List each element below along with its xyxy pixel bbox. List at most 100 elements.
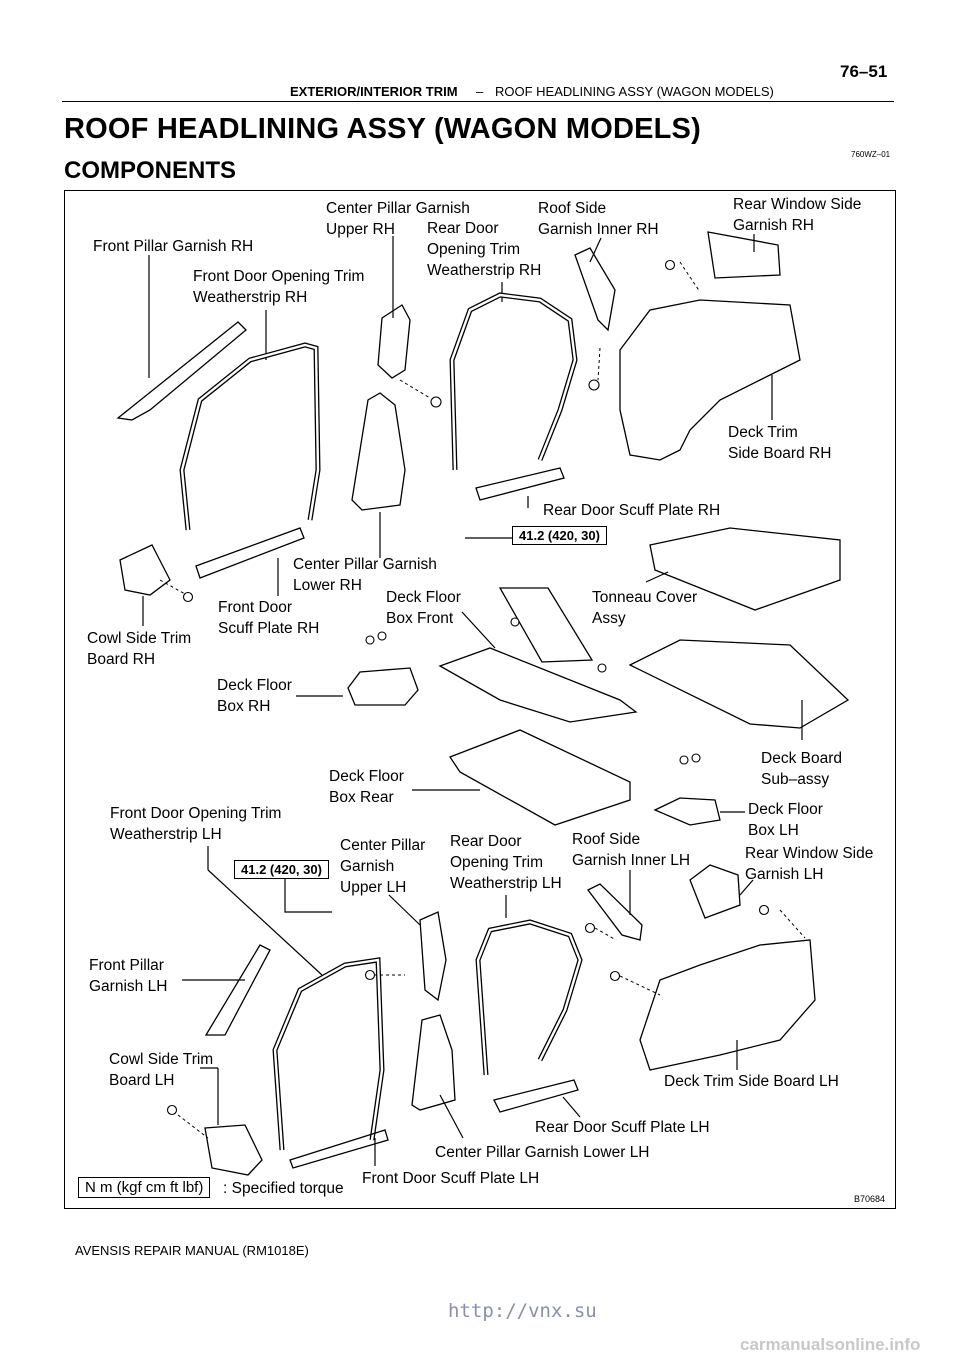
assembly-dashed-line (594, 927, 617, 941)
front-door-weatherstrip-rh-inner (180, 343, 320, 531)
leader-center-pillar-upper-lh (388, 894, 421, 926)
assembly-dashed-line (159, 579, 186, 595)
label-deck-floor-box-lh: Deck Floor Box LH (748, 801, 823, 839)
center-pillar-lower-rh-shape (351, 392, 406, 511)
bolt-icon (365, 635, 375, 645)
section-subtitle: COMPONENTS (64, 157, 237, 184)
label-front-pillar-garnish-rh: Front Pillar Garnish RH (93, 238, 254, 255)
cowl-rh-shape (119, 544, 171, 596)
center-pillar-upper-lh-shape (419, 911, 447, 1002)
rear-door-weatherstrip-rh-shape (449, 292, 578, 471)
label-center-pillar-garnish-upper-rh: Center Pillar Garnish Upper RH (326, 200, 470, 238)
front-door-weatherstrip-rh-shape (179, 342, 321, 531)
rear-door-weatherstrip-rh-inner (450, 293, 577, 471)
rear-door-weatherstrip-lh-shape (475, 919, 583, 1076)
label-cowl-side-trim-board-lh: Cowl Side Trim Board LH (109, 1051, 214, 1089)
label-front-door-opening-trim-weatherstrip-rh: Front Door Opening Trim Weatherstrip RH (193, 268, 365, 306)
tonneau-shape (649, 527, 841, 611)
section-header: EXTERIOR/INTERIOR TRIM (290, 84, 458, 99)
roof-side-garnish-rh-shape (574, 247, 616, 332)
torque-spec-lower: 41.2 (420, 30) (234, 860, 329, 879)
bolt-icon (609, 970, 621, 982)
bolt-icon (430, 396, 442, 408)
assembly-dashed-line (177, 1114, 209, 1139)
figure-id: B70684 (854, 1194, 886, 1204)
front-scuff-rh-shape (195, 527, 305, 579)
label-center-pillar-garnish-upper-lh: Center Pillar Garnish Upper LH (340, 837, 426, 896)
rear-window-garnish-lh-shape (689, 864, 741, 919)
label-rear-window-side-garnish-lh: Rear Window Side Garnish LH (745, 845, 874, 883)
leader-front-door-weatherstrip-lh-b (207, 869, 323, 976)
label-deck-floor-box-front: Deck Floor Box Front (386, 589, 461, 627)
center-pillar-upper-rh-shape (377, 304, 411, 379)
roof-side-garnish-lh-shape (587, 883, 643, 941)
bolt-icon (691, 753, 701, 763)
deck-floor-box-rear-shape (449, 729, 631, 826)
header-separator: – (476, 84, 484, 99)
deck-floor-box-rh-shape (347, 667, 419, 706)
label-roof-side-garnish-inner-lh: Roof Side Garnish Inner LH (572, 831, 691, 869)
label-tonneau-cover-assy: Tonneau Cover Assy (592, 589, 698, 627)
cowl-lh-shape (204, 1124, 263, 1176)
label-rear-door-opening-trim-weatherstrip-lh: Rear Door Opening Trim Weatherstrip LH (450, 833, 562, 892)
leader-torque-lower (284, 876, 332, 913)
deck-board-shape (628, 639, 850, 729)
assembly-dashed-line (619, 975, 661, 996)
bolt-icon (679, 755, 689, 765)
watermark-url-link[interactable]: http://vnx.su (448, 1300, 597, 1322)
label-roof-side-garnish-inner-rh: Roof Side Garnish Inner RH (538, 200, 659, 238)
rear-scuff-lh-shape (493, 1079, 579, 1113)
bolt-icon (364, 969, 376, 981)
front-pillar-lh-shape (204, 944, 271, 1036)
label-cowl-side-trim-board-rh: Cowl Side Trim Board RH (87, 630, 192, 668)
label-deck-floor-box-rear: Deck Floor Box Rear (329, 768, 404, 806)
bolt-icon (588, 379, 600, 391)
watermark-site: carmanualsonline.info (740, 1335, 921, 1354)
label-rear-door-opening-trim-weatherstrip-rh: Rear Door Opening Trim Weatherstrip RH (427, 220, 542, 279)
label-rear-door-scuff-plate-rh: Rear Door Scuff Plate RH (543, 502, 721, 519)
label-front-door-scuff-plate-lh: Front Door Scuff Plate LH (362, 1170, 540, 1187)
leader-rear-window-garnish-lh (739, 879, 754, 896)
bolt-icon (377, 631, 387, 641)
manual-footer: AVENSIS REPAIR MANUAL (RM1018E) (75, 1243, 309, 1258)
deck-floor-panel-shape (438, 647, 638, 723)
rear-scuff-rh-shape (475, 467, 565, 501)
front-scuff-lh-shape (289, 1129, 389, 1169)
leader-deck-floor-front (461, 611, 496, 649)
label-center-pillar-garnish-lower-rh: Center Pillar Garnish Lower RH (293, 556, 437, 594)
front-door-weatherstrip-lh-shape (272, 957, 385, 1151)
label-rear-door-scuff-plate-lh: Rear Door Scuff Plate LH (535, 1119, 710, 1136)
front-pillar-garnish-rh-shape (116, 321, 247, 421)
assembly-dashed-line (779, 909, 806, 939)
leader-center-pillar-lower-lh (439, 1094, 464, 1139)
label-deck-floor-box-rh: Deck Floor Box RH (217, 677, 292, 715)
page-number: 76–51 (840, 62, 888, 81)
torque-unit-box: N m (kgf cm ft lbf) (78, 1177, 211, 1198)
rear-door-weatherstrip-lh-inner (476, 920, 582, 1076)
label-rear-window-side-garnish-rh: Rear Window Side Garnish RH (733, 196, 862, 234)
figure-frame (64, 190, 896, 1209)
bolt-icon (664, 259, 676, 271)
deck-floor-front-sheet-shape (498, 587, 594, 663)
label-front-door-opening-trim-weatherstrip-lh: Front Door Opening Trim Weatherstrip LH (110, 805, 282, 843)
label-deck-trim-side-board-lh: Deck Trim Side Board LH (664, 1073, 839, 1090)
center-pillar-lower-lh-shape (411, 1014, 456, 1111)
subsection-header: ROOF HEADLINING ASSY (WAGON MODELS) (495, 84, 774, 99)
rear-window-garnish-rh-shape (707, 231, 781, 279)
label-deck-board-sub-assy: Deck Board Sub–assy (761, 750, 842, 788)
front-door-weatherstrip-lh-inner (273, 958, 384, 1151)
bolt-icon (182, 591, 194, 603)
header-rule (62, 101, 894, 102)
deck-trim-rh-shape (619, 299, 801, 461)
bolt-icon (597, 663, 607, 673)
assembly-dashed-line (597, 347, 601, 381)
figure-code: 760WZ–01 (851, 150, 891, 159)
leader-rear-scuff-lh (562, 1096, 581, 1118)
deck-floor-box-lh-shape (653, 797, 721, 826)
assembly-dashed-line (399, 379, 431, 399)
label-front-door-scuff-plate-rh: Front Door Scuff Plate RH (218, 599, 320, 637)
assembly-dashed-line (679, 261, 701, 293)
page-title: ROOF HEADLINING ASSY (WAGON MODELS) (64, 113, 701, 145)
specified-torque-legend: : Specified torque (223, 1180, 344, 1197)
